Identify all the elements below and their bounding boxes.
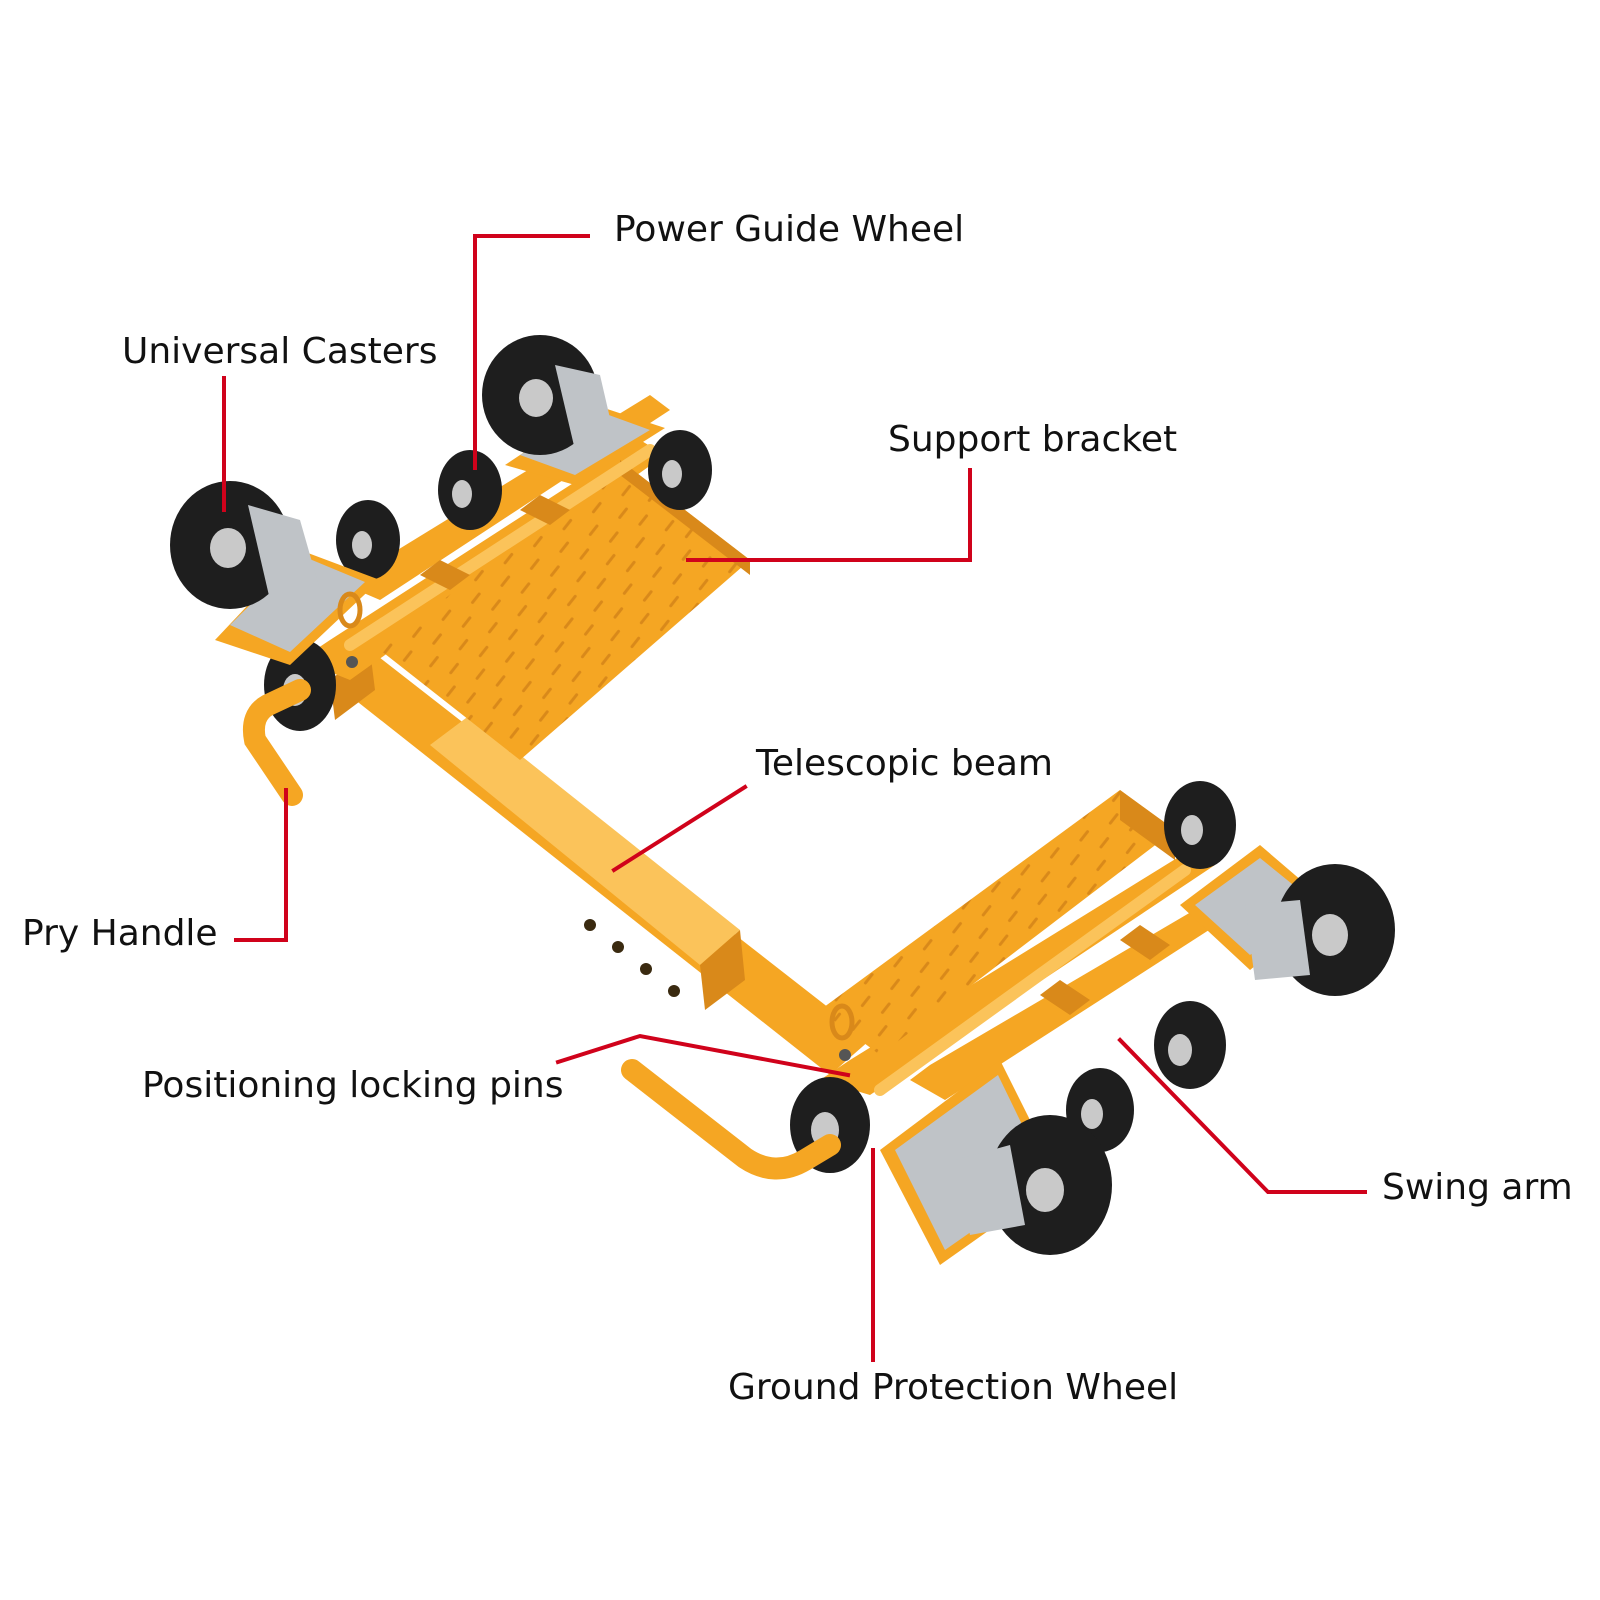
roller-wheel-icon bbox=[1164, 781, 1236, 869]
swivel-caster-icon bbox=[170, 481, 380, 665]
adjustment-hole bbox=[668, 985, 680, 997]
telescopic-beam bbox=[330, 650, 870, 1075]
roller-wheel-icon bbox=[1154, 1001, 1226, 1089]
pry-handle-icon bbox=[621, 1059, 841, 1180]
roller-wheel-icon bbox=[336, 500, 400, 580]
swivel-caster-icon bbox=[482, 335, 665, 485]
leader-positioning-locking-pins bbox=[555, 1033, 851, 1078]
label-pry-handle: Pry Handle bbox=[22, 913, 218, 954]
swivel-caster-icon bbox=[880, 1060, 1112, 1265]
leader-swing-arm bbox=[1117, 1037, 1367, 1194]
roller-wheel-icon bbox=[438, 450, 502, 530]
label-positioning-locking-pins: Positioning locking pins bbox=[142, 1065, 564, 1106]
label-ground-protection-wheel: Ground Protection Wheel bbox=[728, 1367, 1179, 1408]
roller-wheel-icon bbox=[648, 430, 712, 510]
adjustment-hole bbox=[584, 919, 596, 931]
leader-support-bracket bbox=[686, 468, 972, 562]
label-swing-arm: Swing arm bbox=[1382, 1167, 1573, 1208]
pry-handle-icon bbox=[242, 679, 311, 806]
support-bracket-plate bbox=[820, 790, 1175, 1055]
label-universal-casters: Universal Casters bbox=[122, 331, 438, 372]
locking-pin bbox=[829, 1003, 855, 1061]
adjustment-hole bbox=[640, 963, 652, 975]
leader-lines bbox=[222, 234, 1367, 1362]
locking-pin bbox=[337, 591, 363, 668]
lower-cradle bbox=[820, 790, 1240, 1100]
label-power-guide-wheel: Power Guide Wheel bbox=[614, 209, 965, 250]
label-support-bracket: Support bracket bbox=[888, 419, 1178, 460]
leader-power-guide-wheel bbox=[473, 234, 590, 470]
support-bracket-plate bbox=[380, 460, 750, 760]
leader-telescopic-beam bbox=[611, 784, 748, 873]
leader-pry-handle bbox=[234, 788, 288, 942]
swivel-caster-icon bbox=[1180, 845, 1395, 996]
adjustment-hole bbox=[612, 941, 624, 953]
label-telescopic-beam: Telescopic beam bbox=[756, 743, 1053, 784]
